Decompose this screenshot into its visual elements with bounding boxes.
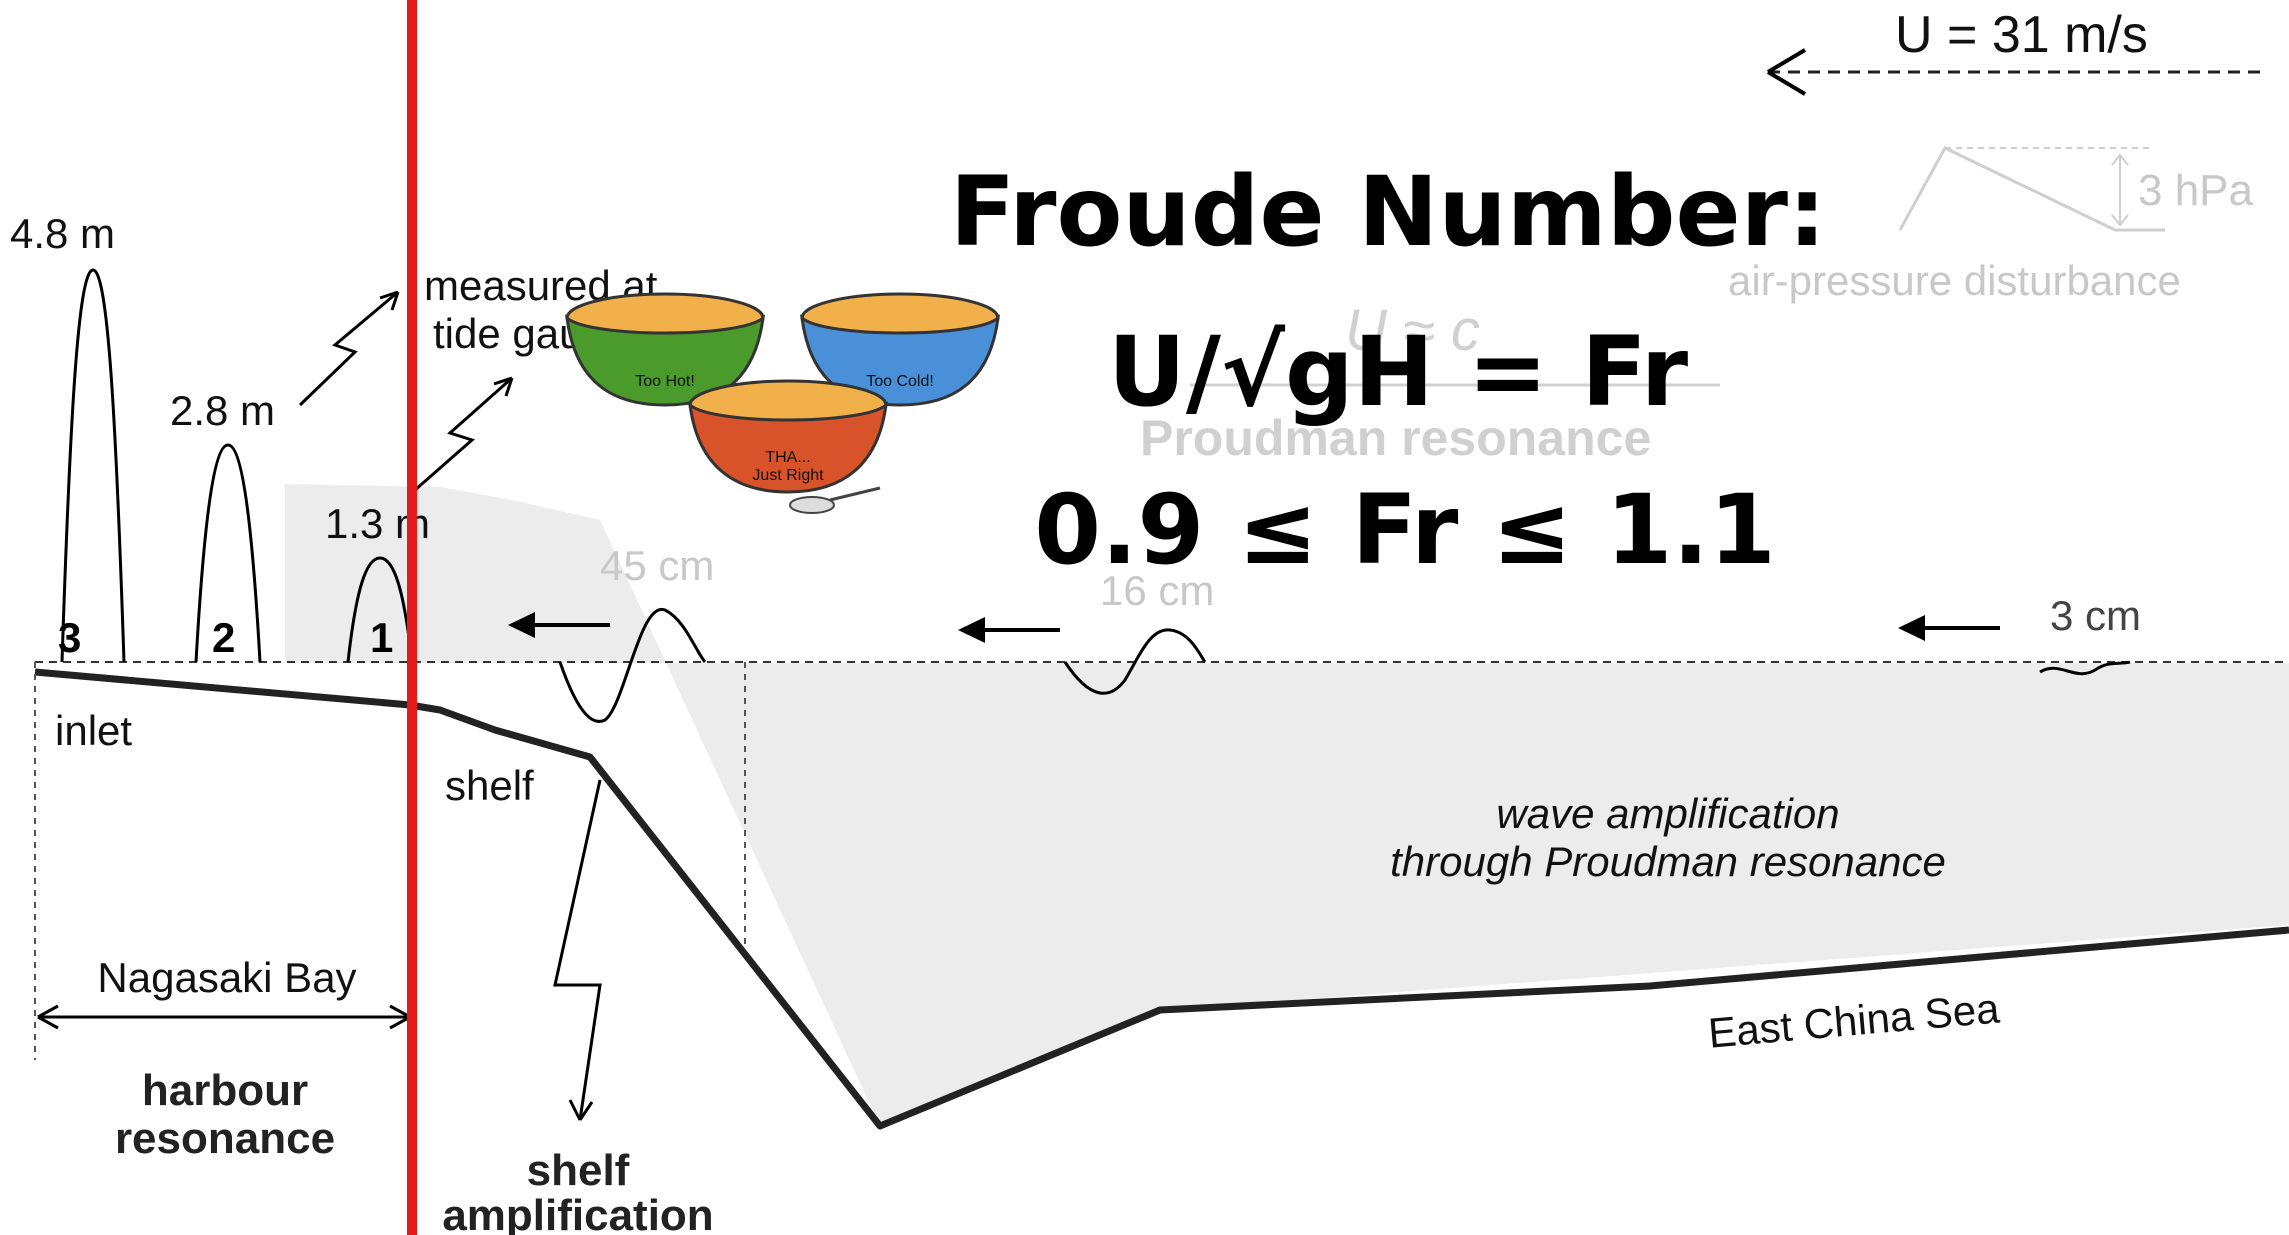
bowl-too-cold-label: Too Cold! — [866, 373, 934, 390]
direction-arrow-1 — [508, 612, 610, 638]
peak-1-number: 1 — [370, 614, 393, 661]
wave-3cm-label: 3 cm — [2050, 592, 2141, 639]
gauge-arrowhead-2 — [493, 376, 514, 397]
wave-16cm — [1063, 628, 1207, 695]
harbour-resonance-line1: harbour — [142, 1066, 308, 1115]
pressure-caption: air-pressure disturbance — [1728, 257, 2181, 304]
inlet-label: inlet — [55, 707, 132, 754]
shelf-amplification-line1: shelf — [527, 1146, 630, 1195]
harbour-resonance-line2: resonance — [115, 1114, 335, 1163]
pressure-range-arrow — [2111, 153, 2129, 227]
peak-2-label: 2.8 m — [170, 387, 275, 434]
bowl-too-hot-label: Too Hot! — [635, 373, 695, 390]
peak-2-number: 2 — [212, 614, 235, 661]
peak-3-wave — [60, 268, 126, 663]
froude-range: 0.9 ≤ Fr ≤ 1.1 — [1034, 474, 1775, 586]
amplification-line2: through Proudman resonance — [1390, 838, 1946, 885]
seabed-profile — [34, 668, 2289, 1130]
gauge-zigzag-arrow-1 — [298, 290, 399, 407]
shelf-arrowhead — [568, 1099, 594, 1121]
amplification-line1: wave amplification — [1496, 790, 1839, 837]
froude-title: Froude Number: — [950, 156, 1827, 268]
speed-label: U = 31 m/s — [1895, 6, 2148, 64]
shelf-zigzag-arrow — [553, 779, 602, 1121]
bowl-too-hot: Too Hot! — [565, 292, 765, 407]
peak-3-number: 3 — [58, 614, 81, 661]
bowl-just-right-label-1: THA... — [765, 449, 810, 466]
bowl-too-cold: Too Cold! — [800, 292, 1000, 407]
shelf-label: shelf — [445, 762, 534, 809]
peak-2-wave — [194, 443, 262, 663]
wave-45cm-label: 45 cm — [600, 542, 714, 589]
resonance-caption: Proudman resonance — [1140, 410, 1651, 466]
pressure-label: 3 hPa — [2138, 166, 2254, 215]
peak-1-wave — [346, 556, 414, 663]
froude-formula: U/√gH = Fr — [1108, 316, 1689, 428]
gauge-zigzag-arrow-2 — [414, 376, 513, 492]
bay-extent-arrow — [37, 1004, 411, 1030]
bowl-just-right-label-2: Just Right — [752, 467, 824, 484]
direction-arrow-3 — [1898, 615, 2000, 641]
peak-3-label: 4.8 m — [10, 210, 115, 257]
direction-arrow-2 — [958, 617, 1060, 643]
sea-label: East China Sea — [1706, 984, 2001, 1056]
pressure-profile — [1898, 146, 2165, 232]
bay-label: Nagasaki Bay — [97, 954, 356, 1001]
wave-3cm — [2039, 660, 2131, 676]
gauge-arrowhead-1 — [379, 290, 400, 311]
bowl-just-right: THA... Just Right — [687, 379, 889, 514]
wave-16cm-label: 16 cm — [1100, 567, 1214, 614]
wave-45cm — [558, 608, 707, 723]
resonance-condition: U ≈ c — [1345, 298, 1480, 363]
spoon-icon — [829, 486, 881, 502]
speed-arrow — [1766, 48, 2260, 96]
water-body — [285, 484, 2289, 1126]
shelf-amplification-line2: amplification — [442, 1191, 713, 1235]
